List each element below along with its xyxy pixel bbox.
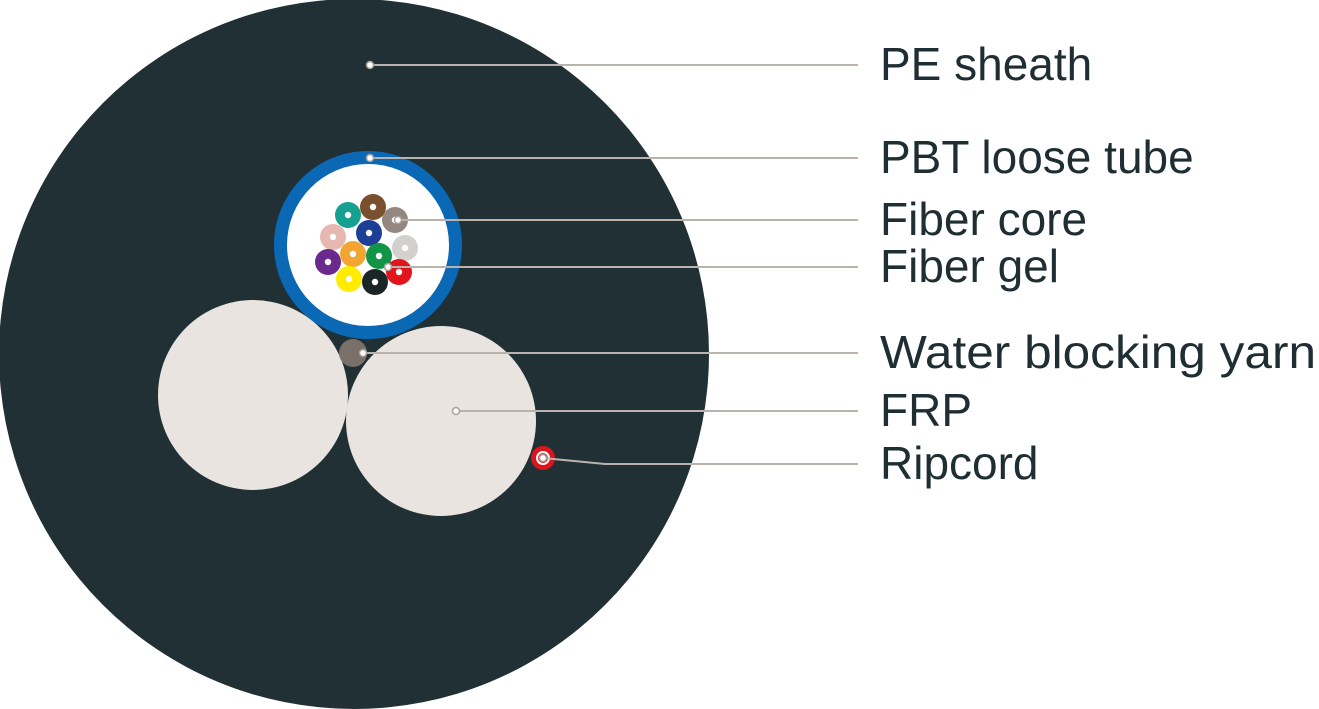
- anchor-frp: [451, 406, 461, 416]
- callout-labels: PE sheath PBT loose tube Fiber core Fibe…: [880, 38, 1316, 489]
- label-fiber-core: Fiber core: [880, 193, 1087, 245]
- frp-left-shape: [158, 300, 348, 490]
- fiber-black: [362, 269, 388, 295]
- label-frp: FRP: [880, 384, 972, 436]
- fiber-red: [386, 259, 412, 285]
- leader-lines: [363, 64, 858, 465]
- anchor-water-blocking-yarn: [358, 348, 368, 358]
- leader-ripcord: [542, 457, 858, 465]
- fiber-aqua: [335, 202, 361, 228]
- fiber-yellow: [336, 266, 362, 292]
- anchor-ripcord: [538, 453, 548, 463]
- frp-right-shape: [346, 326, 536, 516]
- label-pbt-loose-tube: PBT loose tube: [880, 131, 1194, 183]
- anchor-fiber-gel: [383, 262, 393, 272]
- label-fiber-gel: Fiber gel: [880, 240, 1059, 292]
- label-pe-sheath: PE sheath: [880, 38, 1092, 90]
- fiber-violet: [315, 249, 341, 275]
- fiber-bundle: [315, 194, 418, 295]
- anchor-pe-sheath: [365, 60, 375, 70]
- fiber-brown: [360, 194, 386, 220]
- label-water-blocking-yarn: Water blocking yarn: [880, 326, 1316, 378]
- fiber-white: [392, 235, 418, 261]
- leader-anchors: [358, 60, 548, 463]
- anchor-pbt-loose-tube: [365, 153, 375, 163]
- fiber-orange: [340, 241, 366, 267]
- water-blocking-yarn-shape: [339, 339, 367, 367]
- fiber-green: [366, 243, 392, 269]
- fiber-rose: [320, 224, 346, 250]
- fiber-blue: [356, 220, 382, 246]
- label-ripcord: Ripcord: [880, 437, 1039, 489]
- anchor-fiber-core: [393, 215, 403, 225]
